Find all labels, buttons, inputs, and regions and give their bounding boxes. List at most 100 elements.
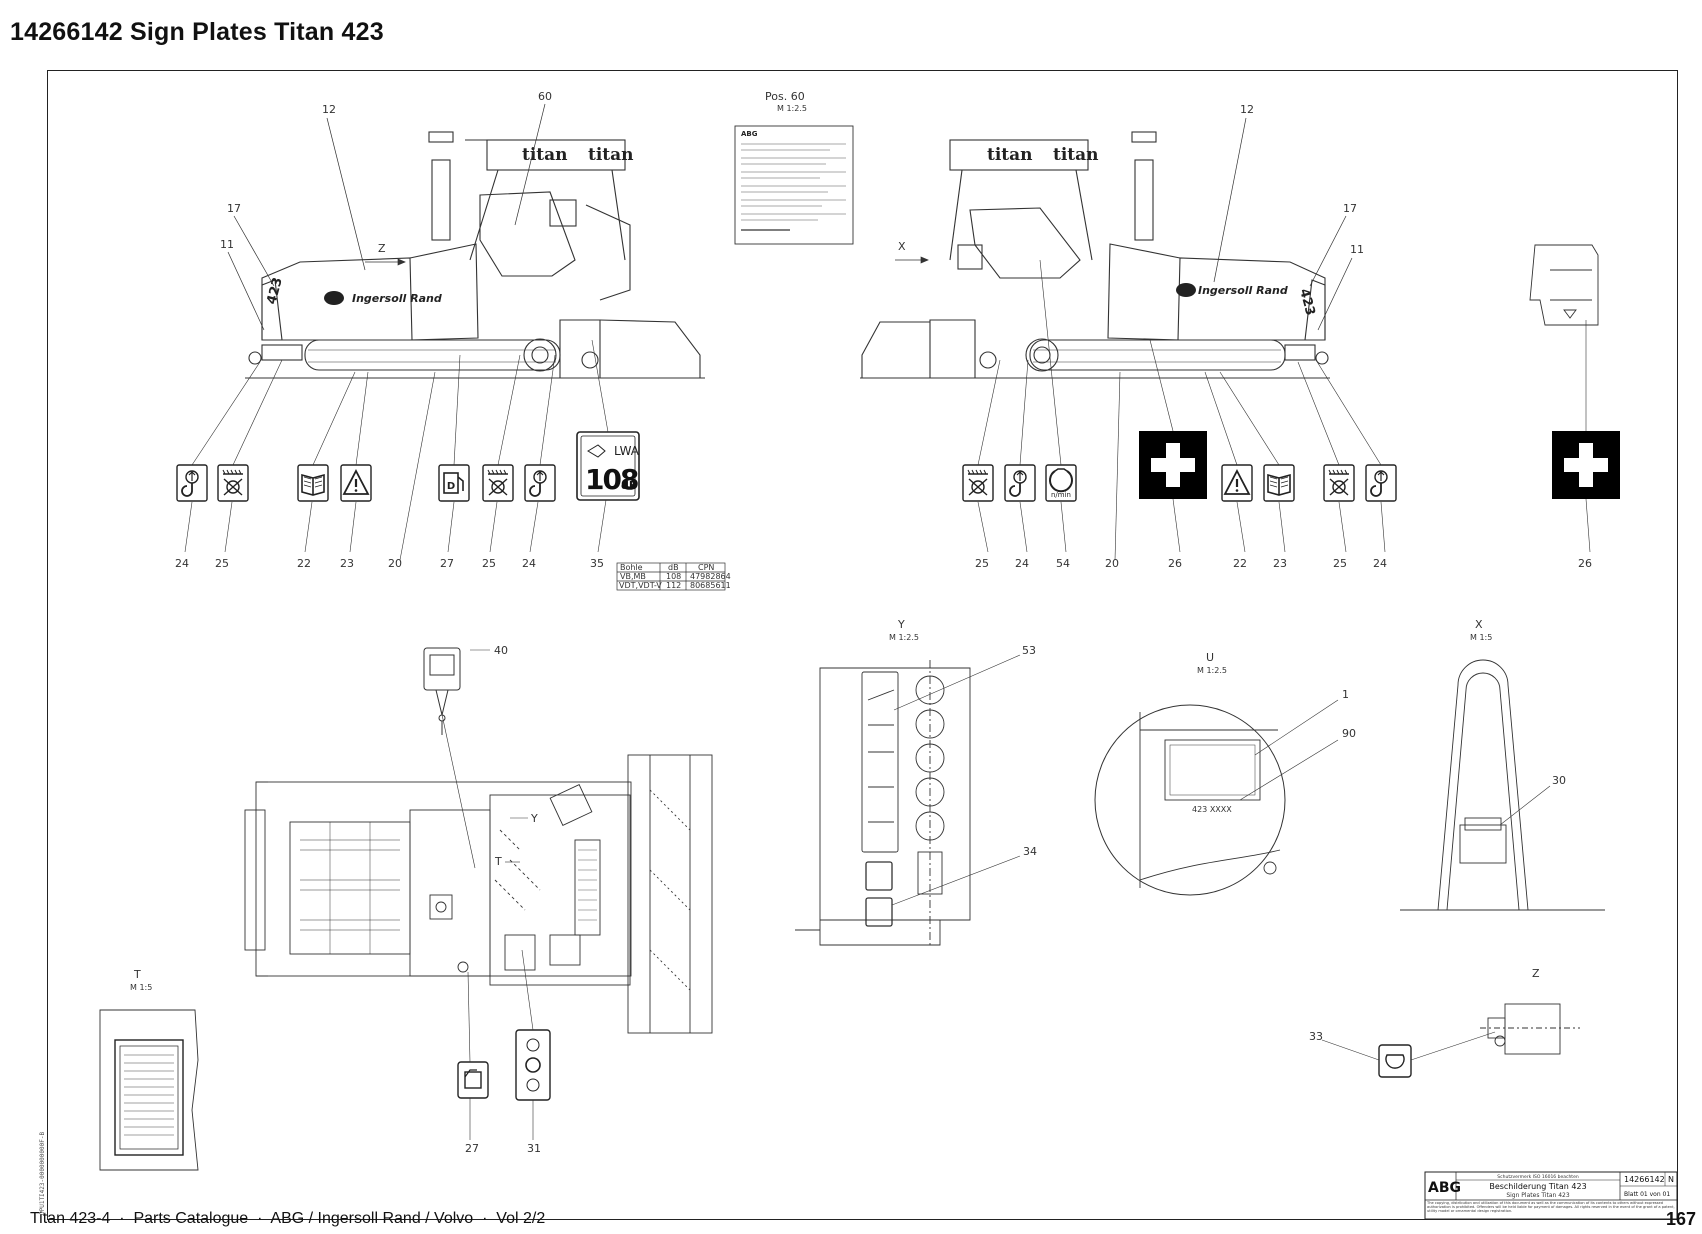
svg-text:Z: Z [378, 242, 386, 255]
lifting-hook-icon [1004, 464, 1036, 502]
diesel-icon [457, 1061, 489, 1099]
svg-text:M 1:2.5: M 1:2.5 [1197, 666, 1227, 675]
svg-text:ABG: ABG [741, 130, 758, 138]
svg-text:CPN: CPN [698, 563, 714, 572]
svg-text:108: 108 [666, 572, 681, 581]
drawing-frame [47, 70, 1678, 1220]
svg-text:34: 34 [1023, 845, 1037, 858]
svg-text:30: 30 [1552, 774, 1566, 787]
svg-text:423 XXXX: 423 XXXX [1192, 805, 1232, 814]
svg-text:23: 23 [340, 557, 354, 570]
svg-text:17: 17 [1343, 202, 1357, 215]
pos60-view: Pos. 60 M 1:2.5 ABG [734, 90, 854, 245]
svg-text:VB,MB: VB,MB [620, 572, 646, 581]
control-panel-icon [515, 1029, 551, 1101]
console-detail [1529, 244, 1599, 326]
hood-brand-right: Ingersoll Rand [1198, 284, 1288, 297]
svg-text:Pos. 60: Pos. 60 [765, 90, 805, 103]
svg-text:26: 26 [1578, 557, 1592, 570]
svg-text:Sign Plates Titan 423: Sign Plates Titan 423 [1506, 1192, 1570, 1199]
view-U: U M 1:2.5 423 XXXX 1 90 [1094, 651, 1356, 896]
title-block: ABG Schutzvermerk ISO 16016 beachten Bes… [1424, 1171, 1678, 1220]
abg-logo: ABG [1428, 1180, 1461, 1196]
svg-text:112: 112 [666, 581, 681, 590]
noise-icon: LWA 108 dB [576, 431, 640, 501]
left-side-view [245, 131, 705, 379]
tie-down-icon [482, 464, 514, 502]
right-row-leaders [977, 259, 1591, 561]
tie-down-icon [217, 464, 249, 502]
left-row-leaders [184, 339, 609, 561]
svg-text:25: 25 [215, 557, 229, 570]
model-number-right: 423 [1296, 287, 1318, 317]
view-T: T M 1:5 [99, 968, 199, 1171]
svg-text:11: 11 [220, 238, 234, 251]
svg-text:Z: Z [1532, 967, 1540, 980]
canopy-brand-1: titan [522, 145, 568, 165]
svg-text:23: 23 [1273, 557, 1287, 570]
svg-text:53: 53 [1022, 644, 1036, 657]
svg-text:54: 54 [1056, 557, 1070, 570]
left-sign-row: LWA 108 dB [176, 431, 640, 503]
svg-text:M 1:2.5: M 1:2.5 [777, 104, 807, 113]
tie-down-icon [1323, 464, 1355, 502]
svg-text:60: 60 [538, 90, 552, 103]
rpm-icon [1378, 1044, 1412, 1078]
noise-table [616, 562, 726, 591]
lifting-hook-icon [176, 464, 208, 502]
svg-text:M 1:5: M 1:5 [130, 983, 152, 992]
title-block-disclaimer: The copying, distribution and utilizatio… [1427, 1201, 1675, 1214]
svg-text:M 1:5: M 1:5 [1470, 633, 1492, 642]
svg-text:n/min: n/min [1051, 491, 1071, 499]
svg-text:N: N [1668, 1175, 1674, 1184]
lifting-hook-icon [1365, 464, 1397, 502]
svg-text:27: 27 [440, 557, 454, 570]
svg-text:X: X [1475, 618, 1483, 631]
svg-text:108: 108 [585, 463, 638, 496]
right-row-numbers: 25 24 54 20 26 22 23 25 24 26 [975, 557, 1592, 570]
svg-text:27: 27 [465, 1142, 479, 1155]
svg-text:T: T [133, 968, 141, 981]
svg-text:22: 22 [1233, 557, 1247, 570]
svg-text:24: 24 [1373, 557, 1387, 570]
svg-text:31: 31 [527, 1142, 541, 1155]
rpm-icon: n/min [1045, 464, 1077, 502]
noise-table-text: Bohle dB CPN VB,MB 108 47982864 VDT,VDT-… [619, 563, 731, 590]
svg-text:M 1:2.5: M 1:2.5 [889, 633, 919, 642]
svg-text:X: X [898, 240, 906, 253]
svg-text:24: 24 [1015, 557, 1029, 570]
svg-text:LWA: LWA [614, 444, 640, 458]
svg-text:dB: dB [668, 563, 679, 572]
tie-down-icon [962, 464, 994, 502]
view-Y: Y M 1:2.5 53 34 [795, 618, 1037, 946]
svg-text:47982864: 47982864 [690, 572, 731, 581]
svg-text:Beschilderung Titan 423: Beschilderung Titan 423 [1489, 1182, 1586, 1191]
svg-text:T: T [494, 855, 502, 868]
right-brand-text: titan titan Ingersoll Rand 423 [987, 145, 1318, 317]
hood-brand: Ingersoll Rand [352, 292, 442, 305]
manual-icon [297, 464, 329, 502]
canopy-brand-2: titan [588, 145, 634, 165]
svg-text:20: 20 [388, 557, 402, 570]
svg-text:12: 12 [1240, 103, 1254, 116]
svg-text:20: 20 [1105, 557, 1119, 570]
side-code: OPU1TI423-0000000000F-B [39, 1132, 46, 1215]
first-aid-icon [1139, 431, 1207, 499]
view-X: X M 1:5 30 [1400, 618, 1605, 911]
warning-icon [1220, 463, 1254, 503]
svg-text:25: 25 [1333, 557, 1347, 570]
lower-leaders [467, 949, 534, 1140]
svg-text:Schutzvermerk ISO 16016 beacht: Schutzvermerk ISO 16016 beachten [1497, 1174, 1579, 1180]
svg-text:90: 90 [1342, 727, 1356, 740]
page-number: 167 [1665, 1209, 1696, 1229]
svg-text:Blatt 01 von 01: Blatt 01 von 01 [1624, 1191, 1670, 1198]
svg-text:Y: Y [530, 812, 538, 825]
svg-text:14266142: 14266142 [1624, 1175, 1665, 1184]
svg-text:35: 35 [590, 557, 604, 570]
svg-text:17: 17 [227, 202, 241, 215]
right-sign-row: n/min [962, 431, 1620, 503]
page-title: 14266142 Sign Plates Titan 423 [10, 18, 384, 46]
left-row-numbers: 24 25 22 23 20 27 25 24 35 [175, 557, 604, 570]
svg-text:22: 22 [297, 557, 311, 570]
